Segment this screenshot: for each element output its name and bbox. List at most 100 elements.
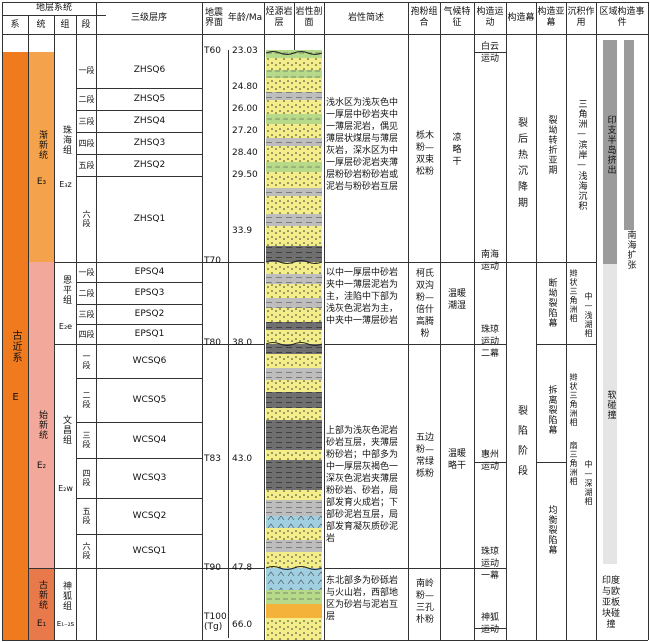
- sedimentation-header: 沉积作用: [567, 7, 595, 28]
- sequence-zhsq5: ZHSQ5: [133, 93, 166, 104]
- sequence-epsq1: EPSQ1: [134, 328, 165, 339]
- seismic-t83: T83: [204, 454, 221, 464]
- seismic-boundary-header: 地震界面: [204, 8, 223, 28]
- age-axis: [228, 50, 229, 638]
- tertiary-sequence-header: 三级层序: [130, 12, 167, 23]
- event-indochina-extrusion: 印支半岛挤出: [605, 115, 616, 175]
- event-bar-scs: [624, 40, 634, 230]
- movement-zhuqiong-1: 珠琼运动一幕: [480, 547, 499, 581]
- event-soft-collision: 软碰撞: [605, 390, 616, 420]
- age-2840: 28.40: [232, 148, 258, 158]
- group-zhuhai-name: 珠海组: [61, 125, 71, 155]
- tectonic-subcurtain-header: 构造亚幕: [537, 7, 565, 28]
- group-shenhu-code: E₁₋₂s: [56, 619, 75, 628]
- age-2480: 24.80: [232, 82, 258, 92]
- member-ep-2: 二段: [78, 288, 95, 298]
- age-2303: 23.03: [232, 46, 258, 56]
- sequence-zhsq2: ZHSQ2: [133, 159, 166, 170]
- climate-zhuhai: 凉略干: [452, 133, 462, 167]
- event-bar-indochina: [603, 40, 617, 264]
- series-paleocene-code: E₁: [36, 618, 47, 629]
- sequence-zhsq1: ZHSQ1: [133, 213, 166, 224]
- pollen-enping: 柯氏双沟粉—倍什高腾粉: [415, 269, 434, 339]
- subcurtain-isostatic: 均衡裂陷幕: [546, 505, 557, 555]
- sequence-epsq3: EPSQ3: [134, 287, 165, 298]
- movement-huizhou: 惠州运动: [480, 450, 499, 472]
- source-rock-header: 烃源岩层: [265, 7, 293, 28]
- sequence-epsq2: EPSQ2: [134, 308, 165, 319]
- sequence-zhsq4: ZHSQ4: [133, 115, 166, 126]
- sequence-wcsq6: WCSQ6: [132, 355, 167, 366]
- sequence-zhsq3: ZHSQ3: [133, 137, 166, 148]
- sedimentation-enping-a: 辫状三角洲相: [569, 269, 578, 323]
- group-shenhu-name: 神狐组: [61, 581, 71, 611]
- series-oligocene: [29, 52, 54, 262]
- event-bar-soft: [603, 264, 617, 564]
- sedimentation-zhuhai: 三角洲—滨岸—浅海沉积: [576, 99, 587, 211]
- series-eocene-name: 始新统: [37, 410, 47, 440]
- member-wc-6: 六段: [82, 542, 91, 560]
- pollen-wenchang: 五边粉—常绿栎粉: [415, 433, 434, 479]
- pollen-zhuhai: 栎木粉—双束松粉: [415, 131, 434, 177]
- event-scs-spreading: 南海扩张: [625, 230, 636, 270]
- group-header: 组: [60, 19, 70, 30]
- movement-baiyun: 白云运动: [480, 42, 499, 64]
- member-wc-1: 一段: [82, 352, 91, 370]
- lith-desc-zhuhai: 浅水区为浅灰色中一厚层中砂岩夹中一薄层泥岩，偶见薄层状煤层与薄层灰岩，深水区为中…: [326, 98, 399, 192]
- seismic-t80: T80: [204, 338, 221, 348]
- event-india-eurasia: 印度与欧亚板块碰撞: [601, 575, 620, 630]
- sequence-wcsq4: WCSQ4: [132, 434, 167, 445]
- climate-enping: 温暖潮湿: [448, 289, 467, 311]
- lithology-column: [266, 50, 322, 640]
- age-header: 年龄/Ma: [227, 12, 263, 23]
- lith-description-header: 岩性简述: [347, 12, 384, 23]
- subcurtain-faulted: 断坳裂陷幕: [546, 278, 557, 328]
- group-wenchang-name: 文昌组: [61, 415, 71, 445]
- member-wc-2: 二段: [82, 391, 91, 409]
- subcurtain-transition: 裂坳转折亚期: [546, 115, 557, 175]
- sedimentation-enping-b: 中—浅湖相: [584, 292, 593, 338]
- sequence-wcsq2: WCSQ2: [132, 510, 167, 521]
- regional-events-header: 区域构造事件: [599, 7, 645, 28]
- lith-desc-shenhu: 东北部多为砂砾岩与火山岩，西部地区为砂岩与泥岩互层: [326, 576, 399, 622]
- member-wc-3: 三段: [82, 431, 91, 449]
- pollen-header: 孢粉组合: [410, 7, 438, 28]
- age-660: 66.0: [232, 620, 253, 630]
- movement-zhuqiong-2: 珠琼运动二幕: [480, 325, 499, 359]
- age-2950: 29.50: [232, 170, 258, 180]
- member-wc-5: 五段: [82, 507, 91, 525]
- seismic-t60: T60: [204, 46, 221, 56]
- system-header: 系: [10, 19, 20, 30]
- age-478: 47.8: [232, 563, 253, 573]
- member-zh-5: 五段: [78, 160, 95, 170]
- curtain-post-rift: 裂后热沉降期: [515, 117, 527, 213]
- lith-desc-wenchang: 上部为浅灰色泥岩砂岩互层，夹薄层粉砂岩；中部多为中一厚层灰褐色一深灰色泥岩夹薄层…: [326, 426, 399, 544]
- system-code: E: [12, 391, 19, 403]
- sedimentation-wenchang-b: 扇三角洲相: [569, 440, 578, 486]
- group-zhuhai: [55, 52, 76, 262]
- tectonic-movement-header: 构造运动: [476, 7, 504, 28]
- member-zh-1: 一段: [78, 65, 95, 75]
- member-ep-3: 三段: [78, 309, 95, 319]
- series-eocene: [29, 262, 54, 568]
- movement-nanhai: 南海运动: [480, 250, 499, 272]
- climate-wenchang: 温暖略干: [448, 449, 467, 471]
- movement-shenhu: 神狐运动: [480, 613, 499, 635]
- series-eocene-code: E₂: [36, 460, 47, 471]
- sequence-zhsq6: ZHSQ6: [133, 64, 166, 75]
- group-enping-name: 恩平组: [61, 275, 71, 305]
- tectonic-curtain-header: 构造幕: [507, 12, 535, 23]
- sequence-wcsq5: WCSQ5: [132, 394, 167, 405]
- group-zhuhai-code: E₃z: [59, 179, 72, 189]
- member-header: 段: [81, 19, 91, 30]
- curtain-rift: 裂陷阶段: [515, 405, 527, 485]
- age-2600: 26.00: [232, 104, 258, 114]
- sequence-wcsq1: WCSQ1: [132, 545, 167, 556]
- lith-section-header: 岩性剖面: [295, 7, 323, 28]
- age-339: 33.9: [232, 226, 253, 236]
- climate-header: 气候特征: [443, 7, 471, 28]
- series-header: 统: [36, 19, 46, 30]
- group-wenchang-code: E₂w: [58, 483, 73, 493]
- member-zh-3: 三段: [78, 116, 95, 126]
- member-zh-6: 六段: [82, 210, 91, 228]
